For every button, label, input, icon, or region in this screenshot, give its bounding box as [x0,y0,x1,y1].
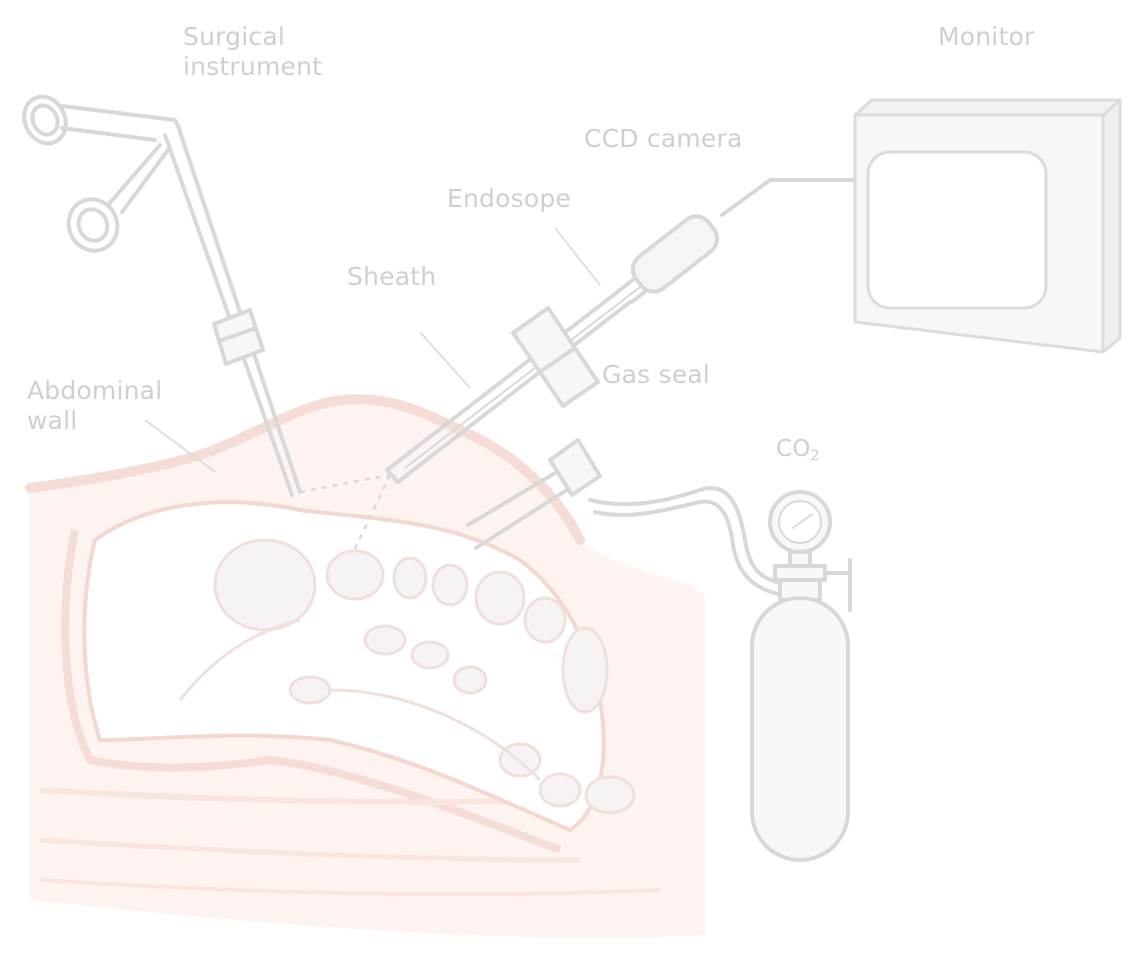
monitor-top [855,100,1120,115]
organ [563,628,607,712]
organ [454,667,486,693]
label-abdominal-wall-line1: Abdominal [27,376,162,406]
inlet-port-valve [550,440,600,495]
organ [327,551,383,599]
instrument-handle-top [62,106,180,130]
label-co2-subscript: 2 [811,448,820,464]
label-ccd-camera: CCD camera [584,124,743,154]
organ [365,626,405,654]
label-sheath: Sheath [347,262,436,292]
organ [540,774,580,806]
camera-cable [722,180,855,215]
monitor-side [1103,100,1120,352]
instrument-ring-top-inner [28,101,62,138]
leader-endoscope [555,228,600,285]
tank-valve-handle [825,560,850,610]
label-monitor: Monitor [938,22,1034,52]
instrument-handle-top-inner [62,128,155,140]
label-endoscope: Endosope [447,184,571,214]
organ [586,777,634,813]
tank-cylinder [752,598,848,860]
ccd-camera-body [626,210,723,298]
monitor-screen [868,152,1046,308]
organ [433,565,467,605]
label-surgical-instrument-line2: instrument [183,52,322,82]
gauge-stem [790,552,810,566]
label-surgical-instrument: Surgical instrument [183,22,322,82]
organ [215,540,315,630]
label-gas-seal: Gas seal [602,360,710,390]
instrument-ring-bottom-inner [74,205,113,246]
co2-tank [752,492,850,860]
leader-sheath [420,332,470,388]
tank-valve [775,566,825,580]
instrument-ring-bottom [60,191,125,258]
organ [290,677,330,703]
label-abdominal-wall-line2: wall [27,406,162,436]
monitor [855,100,1120,352]
organ [525,598,565,642]
organ [394,558,426,598]
label-co2-main: CO [776,436,811,462]
label-abdominal-wall: Abdominal wall [27,376,162,436]
organ [412,642,448,668]
organ [476,572,524,624]
instrument-ring-top [17,90,74,150]
label-surgical-instrument-line1: Surgical [183,22,322,52]
label-co2: CO2 [776,434,820,471]
